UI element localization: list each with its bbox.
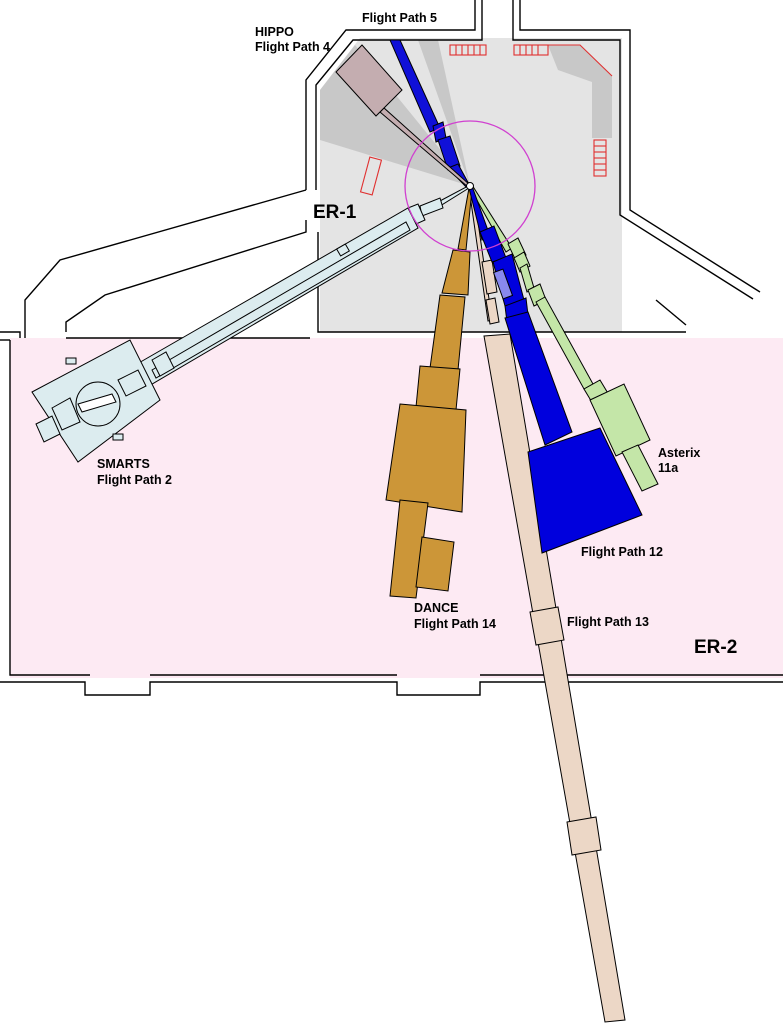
fp14-beamline <box>385 187 473 599</box>
smarts-name-label: SMARTS <box>97 457 150 471</box>
er1-label: ER-1 <box>313 202 357 223</box>
fp12-beamline <box>468 185 643 554</box>
er2-label: ER-2 <box>694 637 737 658</box>
target-center <box>466 182 474 190</box>
asterix-beamline <box>468 184 659 492</box>
hippo-name-label: HIPPO <box>255 25 294 39</box>
red-shielding-blocks <box>359 44 613 196</box>
fp5-shadow-sector <box>418 40 470 186</box>
fp5-label: Flight Path 5 <box>362 11 437 25</box>
dance-path-label: Flight Path 14 <box>414 617 496 631</box>
hippo-beamline <box>335 44 471 188</box>
smarts-path-label: Flight Path 2 <box>97 473 172 487</box>
smarts-beamline <box>31 185 470 463</box>
fp13-label: Flight Path 13 <box>567 615 649 629</box>
fp12-label: Flight Path 12 <box>581 545 663 559</box>
asterix-name-label: Asterix <box>658 446 700 460</box>
target-circle <box>404 120 536 252</box>
upper-right-shield <box>548 45 612 138</box>
asterix-path-label: 11a <box>658 461 679 475</box>
fp13-beamline <box>468 186 626 1023</box>
dance-name-label: DANCE <box>414 601 458 615</box>
hippo-path-label: Flight Path 4 <box>255 40 330 54</box>
